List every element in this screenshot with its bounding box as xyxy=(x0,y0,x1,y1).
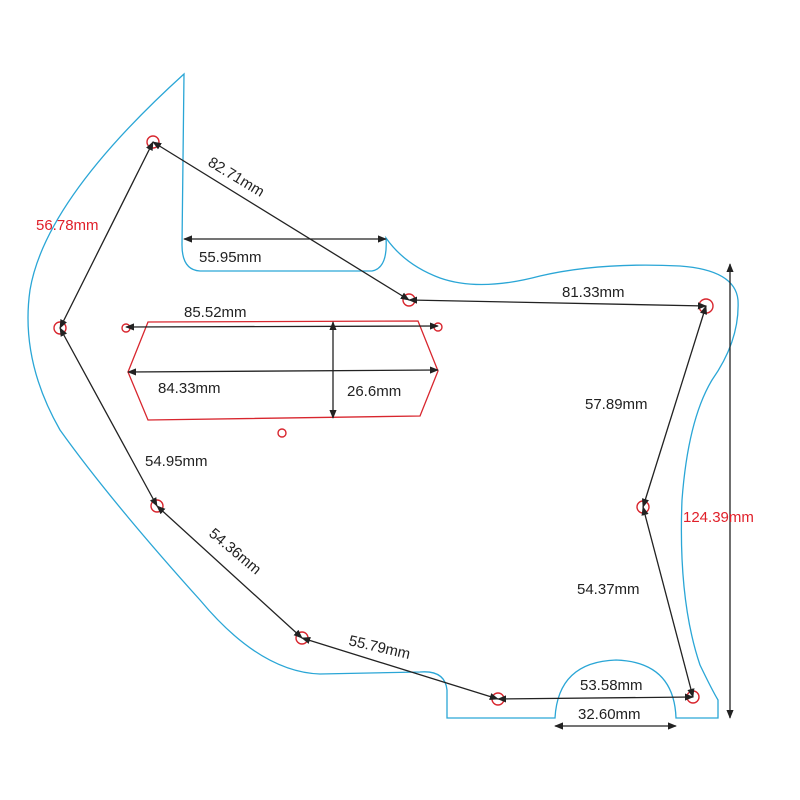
dim-line xyxy=(408,296,707,310)
dim-label: 81.33mm xyxy=(562,284,625,301)
dim-label-highlight: 124.39mm xyxy=(683,509,754,526)
dim-label-highlight: 56.78mm xyxy=(36,217,99,234)
dimension-lines xyxy=(59,141,734,730)
dim-label: 26.6mm xyxy=(347,383,401,400)
dim-label: 55.79mm xyxy=(347,632,412,663)
dim-line xyxy=(641,305,708,508)
dim-label: 53.58mm xyxy=(580,677,643,694)
dim-line xyxy=(301,636,499,701)
dim-label: 85.52mm xyxy=(184,304,247,321)
pickup-hole xyxy=(121,323,131,333)
dim-line xyxy=(497,693,694,703)
dim-label: 54.95mm xyxy=(145,453,208,470)
dim-label: 84.33mm xyxy=(158,380,221,397)
dim-label: 54.36mm xyxy=(205,525,264,578)
pickup-hole xyxy=(433,322,443,332)
dim-line xyxy=(59,141,154,329)
dim-label: 32.60mm xyxy=(578,706,641,723)
dim-line xyxy=(125,322,439,331)
dim-line xyxy=(156,505,303,639)
dim-line xyxy=(127,366,439,376)
dim-label: 54.37mm xyxy=(577,581,640,598)
dim-line xyxy=(152,141,410,301)
dim-label: 55.95mm xyxy=(199,249,262,266)
hole xyxy=(277,428,287,438)
dim-line xyxy=(59,327,158,507)
dim-line xyxy=(641,506,695,698)
dim-label: 57.89mm xyxy=(585,396,648,413)
